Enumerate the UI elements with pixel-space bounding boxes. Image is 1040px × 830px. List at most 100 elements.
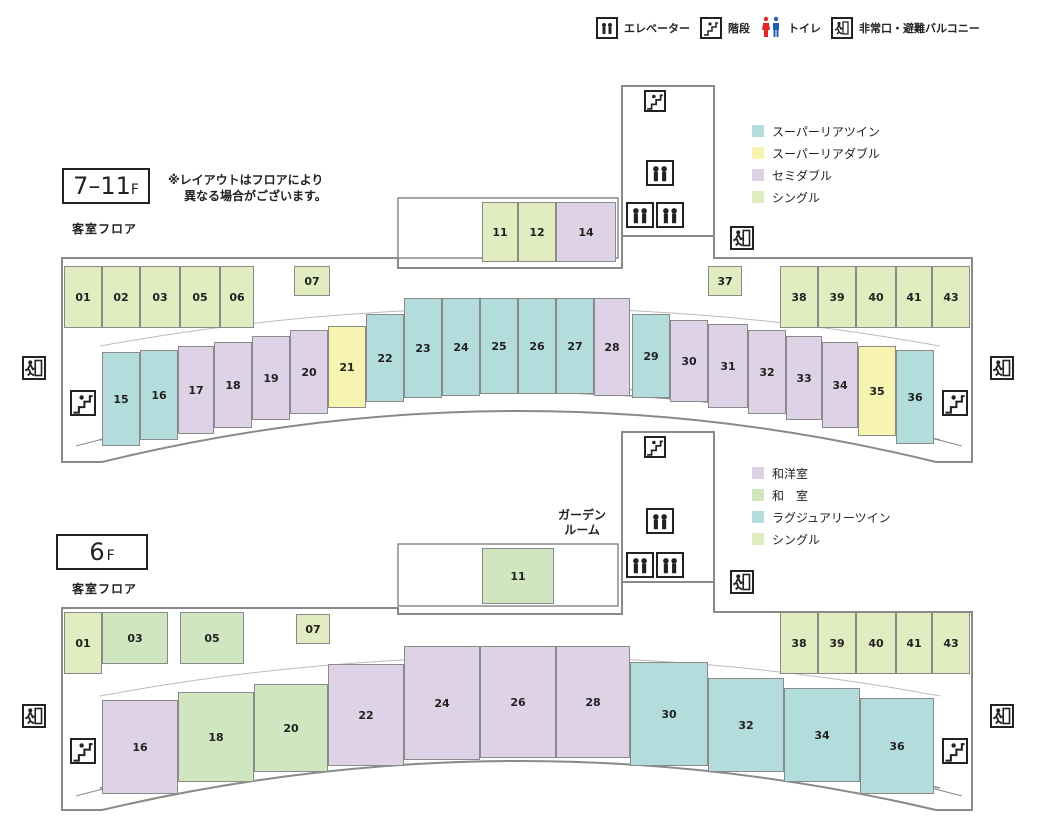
room-01[interactable]: 01: [64, 266, 102, 328]
legend-item: スーパーリアツイン: [752, 120, 880, 142]
elevator-icon: [626, 202, 654, 228]
legend-swatch: [752, 125, 764, 137]
garden-room-line2: ルーム: [564, 523, 600, 537]
room-30[interactable]: 30: [630, 662, 708, 766]
legend-item-label: ラグジュアリーツイン: [772, 510, 891, 525]
room-18[interactable]: 18: [214, 342, 252, 428]
room-03[interactable]: 03: [140, 266, 180, 328]
legend-item-label: シングル: [772, 532, 821, 547]
room-17[interactable]: 17: [178, 346, 214, 434]
room-16[interactable]: 16: [140, 350, 178, 440]
room-07[interactable]: 07: [296, 614, 330, 644]
elevator-icon: [646, 508, 674, 534]
room-16[interactable]: 16: [102, 700, 178, 794]
stairs-icon: [70, 738, 96, 764]
legend-item-label: 和洋室: [772, 466, 809, 481]
room-34[interactable]: 34: [784, 688, 860, 782]
room-30[interactable]: 30: [670, 320, 708, 402]
floor-suffix: F: [130, 182, 139, 198]
exit-icon: [22, 356, 46, 380]
stairs-icon: [700, 17, 722, 39]
room-37[interactable]: 37: [708, 266, 742, 296]
room-11[interactable]: 11: [482, 548, 554, 604]
room-40[interactable]: 40: [856, 612, 896, 674]
elevator-icon: [656, 552, 684, 578]
legend-item-label: セミダブル: [772, 168, 833, 183]
room-43[interactable]: 43: [932, 612, 970, 674]
room-26[interactable]: 26: [518, 298, 556, 394]
room-21[interactable]: 21: [328, 326, 366, 408]
room-38[interactable]: 38: [780, 612, 818, 674]
room-32[interactable]: 32: [748, 330, 786, 414]
room-22[interactable]: 22: [366, 314, 404, 402]
room-05[interactable]: 05: [180, 266, 220, 328]
elevator-icon: [596, 17, 618, 39]
room-34[interactable]: 34: [822, 342, 858, 428]
floor-subtitle: 客室フロア: [72, 582, 138, 596]
room-12[interactable]: 12: [518, 202, 556, 262]
legend-item-label: 和 室: [772, 488, 809, 503]
room-02[interactable]: 02: [102, 266, 140, 328]
floor-number: 7–11: [73, 172, 131, 200]
room-14[interactable]: 14: [556, 202, 616, 262]
exit-icon: [730, 226, 754, 250]
room-38[interactable]: 38: [780, 266, 818, 328]
exit-icon: [22, 704, 46, 728]
room-41[interactable]: 41: [896, 266, 932, 328]
icon-legend: エレベーター 階段 トイレ 非常口・避難バルコニー: [596, 16, 980, 40]
floor-subtitle: 客室フロア: [72, 222, 138, 236]
stairs-icon: [942, 738, 968, 764]
room-06[interactable]: 06: [220, 266, 254, 328]
exit-icon: [990, 704, 1014, 728]
room-43[interactable]: 43: [932, 266, 970, 328]
room-40[interactable]: 40: [856, 266, 896, 328]
room-35[interactable]: 35: [858, 346, 896, 436]
legend-item: 和洋室: [752, 462, 891, 484]
legend-item: ラグジュアリーツイン: [752, 506, 891, 528]
legend-exit-label: 非常口・避難バルコニー: [859, 22, 980, 35]
legend-item: シングル: [752, 528, 891, 550]
room-24[interactable]: 24: [442, 298, 480, 396]
room-11[interactable]: 11: [482, 202, 518, 262]
layout-note-line1: ※レイアウトはフロアにより: [168, 173, 324, 187]
legend-item: セミダブル: [752, 164, 880, 186]
room-32[interactable]: 32: [708, 678, 784, 772]
legend-swatch: [752, 147, 764, 159]
room-28[interactable]: 28: [556, 646, 630, 758]
room-27[interactable]: 27: [556, 298, 594, 394]
room-39[interactable]: 39: [818, 612, 856, 674]
room-24[interactable]: 24: [404, 646, 480, 760]
garden-room-line1: ガーデン: [558, 508, 607, 522]
room-01[interactable]: 01: [64, 612, 102, 674]
room-18[interactable]: 18: [178, 692, 254, 782]
room-15[interactable]: 15: [102, 352, 140, 446]
room-19[interactable]: 19: [252, 336, 290, 420]
exit-icon: [990, 356, 1014, 380]
room-20[interactable]: 20: [290, 330, 328, 414]
legend-item-label: シングル: [772, 190, 821, 205]
room-20[interactable]: 20: [254, 684, 328, 772]
room-39[interactable]: 39: [818, 266, 856, 328]
legend-item-label: スーパーリアツイン: [772, 124, 880, 139]
room-29[interactable]: 29: [632, 314, 670, 398]
room-41[interactable]: 41: [896, 612, 932, 674]
room-03[interactable]: 03: [102, 612, 168, 664]
room-23[interactable]: 23: [404, 298, 442, 398]
room-36[interactable]: 36: [896, 350, 934, 444]
garden-room-label: ガーデン ルーム: [558, 508, 606, 538]
room-type-legend-lower: 和洋室 和 室 ラグジュアリーツイン シングル: [752, 462, 891, 550]
room-36[interactable]: 36: [860, 698, 934, 794]
room-07[interactable]: 07: [294, 266, 330, 296]
stairs-icon: [70, 390, 96, 416]
room-28[interactable]: 28: [594, 298, 630, 396]
floor-badge-7-11: 7–11 F: [62, 168, 150, 204]
legend-item: 和 室: [752, 484, 891, 506]
elevator-icon: [646, 160, 674, 186]
room-31[interactable]: 31: [708, 324, 748, 408]
room-05[interactable]: 05: [180, 612, 244, 664]
room-26[interactable]: 26: [480, 646, 556, 758]
room-33[interactable]: 33: [786, 336, 822, 420]
floor-suffix: F: [106, 548, 115, 564]
room-25[interactable]: 25: [480, 298, 518, 394]
room-22[interactable]: 22: [328, 664, 404, 766]
